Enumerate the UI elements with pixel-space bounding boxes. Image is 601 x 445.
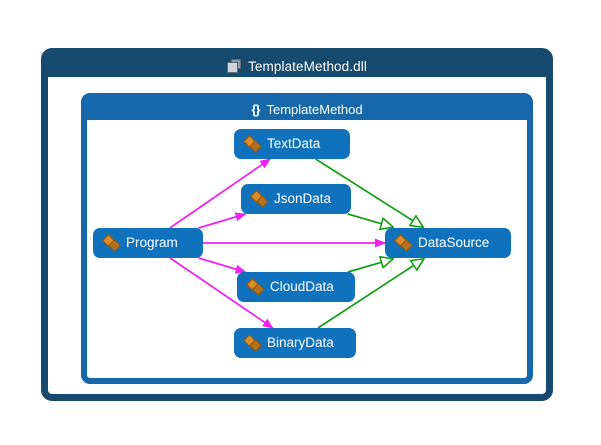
class-icon (250, 189, 269, 208)
class-icon (394, 233, 413, 252)
class-node-textdata[interactable]: TextData (234, 129, 350, 159)
class-node-label: TextData (267, 136, 321, 152)
class-node-clouddata[interactable]: CloudData (237, 272, 355, 302)
class-node-label: CloudData (270, 279, 334, 295)
braces-icon: {} (251, 102, 260, 117)
class-node-jsondata[interactable]: JsonData (241, 184, 351, 214)
class-node-label: Program (126, 235, 178, 251)
class-icon (246, 277, 265, 296)
class-icon (243, 333, 262, 352)
class-node-program[interactable]: Program (93, 228, 203, 258)
class-node-label: DataSource (418, 235, 490, 251)
assembly-title: TemplateMethod.dll (248, 58, 367, 74)
class-node-datasource[interactable]: DataSource (385, 228, 511, 258)
assembly-icon (227, 59, 242, 73)
class-node-label: JsonData (274, 191, 332, 207)
assembly-titlebar[interactable]: TemplateMethod.dll (48, 55, 546, 77)
class-node-label: BinaryData (267, 335, 334, 351)
namespace-titlebar[interactable]: {} TemplateMethod (87, 99, 527, 120)
class-node-binarydata[interactable]: BinaryData (234, 328, 356, 358)
class-icon (102, 233, 121, 252)
class-icon (243, 134, 262, 153)
namespace-title: TemplateMethod (266, 102, 363, 117)
